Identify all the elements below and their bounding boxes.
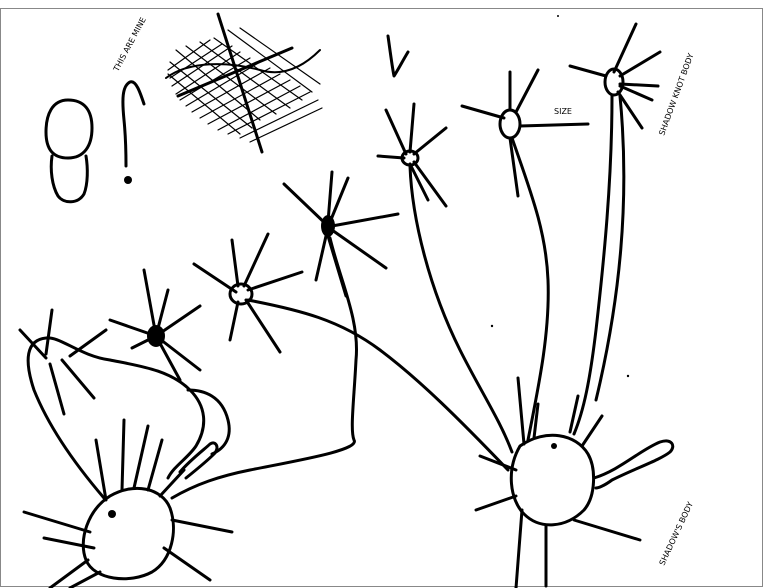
note-this-are-mine: THIS ARE MINE (111, 16, 147, 74)
page-border (1, 9, 763, 587)
exclamation-dot (124, 176, 132, 184)
scribble-hatch (166, 14, 322, 152)
capsule-doodle (46, 100, 92, 202)
small-cell-2 (194, 234, 302, 352)
note-shadows-body: SHADOW'S BODY (658, 500, 695, 566)
large-cell-left (20, 310, 232, 588)
note-shadow-knot-body: SHADOW KNOT BODY (657, 52, 695, 137)
tick-mark (388, 36, 408, 76)
small-cell-6 (570, 24, 660, 128)
exclamation-doodle (123, 82, 144, 184)
note-size: SIZE (554, 107, 572, 116)
large-cell-right (476, 378, 673, 588)
